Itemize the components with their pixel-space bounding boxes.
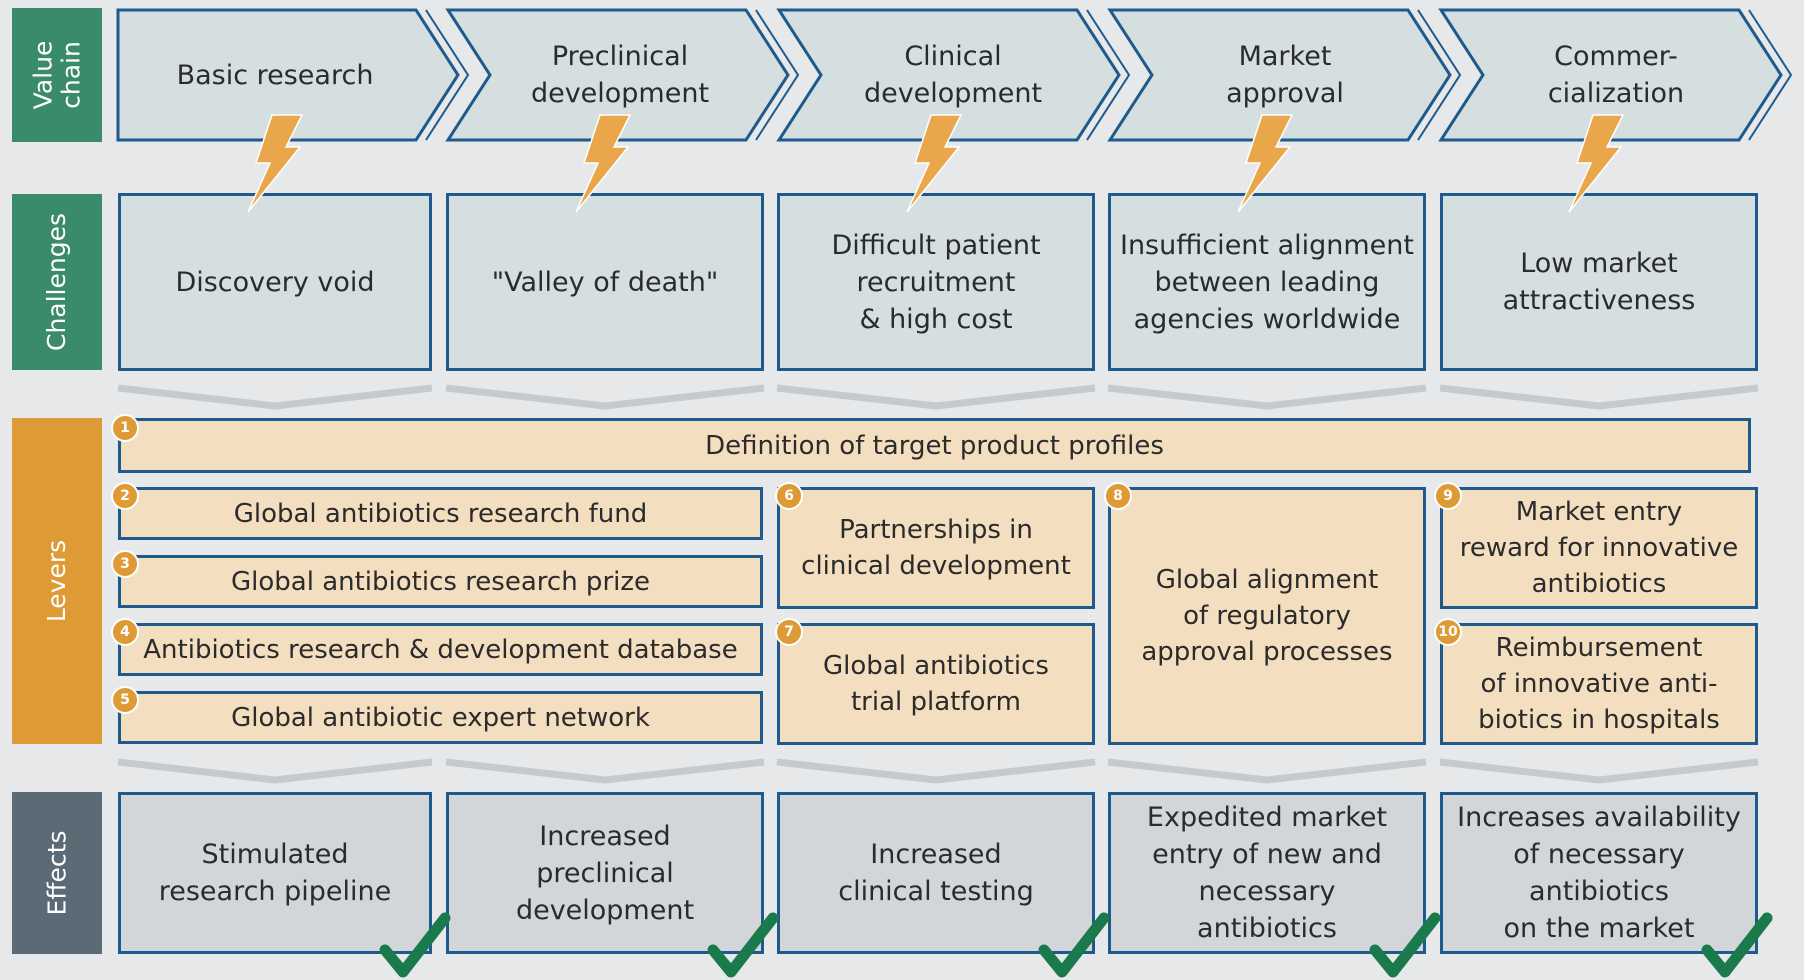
- lever-box: Antibiotics research & development datab…: [118, 623, 763, 676]
- lever-number-badge: 3: [111, 550, 139, 578]
- effect-box: Increases availability of necessary anti…: [1440, 792, 1758, 954]
- chevron-down-icon: [776, 758, 1096, 784]
- value-chain-chevron-accent: [755, 9, 800, 141]
- lever-number-badge: 9: [1434, 482, 1462, 510]
- check-mark-icon: [379, 912, 451, 978]
- effect-box: Increased preclinical development: [446, 792, 764, 954]
- value-chain-chevron: [1107, 8, 1452, 142]
- challenge-box: "Valley of death": [446, 193, 764, 371]
- value-chain-step-3: Clinical development: [863, 41, 1043, 109]
- chevron-down-icon: [776, 384, 1096, 410]
- value-chain-chevron-accent: [425, 9, 470, 141]
- value-chain-step-1: Basic research: [176, 59, 374, 91]
- sidebar-challenges: Challenges: [12, 194, 102, 370]
- value-chain-step-2: Preclinical development: [530, 41, 710, 109]
- sidebar-value-chain: Value chain: [12, 8, 102, 142]
- lever-box: Global antibiotic expert network: [118, 691, 763, 744]
- lever-number-badge: 7: [775, 618, 803, 646]
- lever-number-badge: 1: [111, 414, 139, 442]
- lever-number-badge: 10: [1434, 618, 1462, 646]
- lightning-bolt-icon: [1237, 114, 1294, 213]
- chevron-down-icon: [1107, 384, 1427, 410]
- effect-box: Increased clinical testing: [777, 792, 1095, 954]
- lever-box: Definition of target product profiles: [118, 418, 1751, 473]
- check-mark-icon: [1701, 912, 1773, 978]
- chevron-down-icon: [445, 384, 765, 410]
- chevron-down-icon: [445, 758, 765, 784]
- value-chain-chevron: [445, 8, 790, 142]
- challenge-box: Discovery void: [118, 193, 432, 371]
- lever-box: Global antibiotics trial platform: [777, 623, 1095, 745]
- lever-number-badge: 8: [1104, 482, 1132, 510]
- lever-number-badge: 5: [111, 686, 139, 714]
- chevron-down-icon: [1439, 384, 1759, 410]
- sidebar-effects: Effects: [12, 792, 102, 954]
- value-chain-chevron: [776, 8, 1121, 142]
- check-mark-icon: [1038, 912, 1110, 978]
- lever-number-badge: 2: [111, 482, 139, 510]
- sidebar-levers: Levers: [12, 418, 102, 744]
- check-mark-icon: [1369, 912, 1441, 978]
- lightning-bolt-icon: [906, 114, 963, 213]
- value-chain-step-5: Commer- cialization: [1547, 41, 1685, 109]
- value-chain-chevron: [116, 8, 460, 142]
- challenge-box: Difficult patient recruitment & high cos…: [777, 193, 1095, 371]
- lightning-bolt-icon: [1568, 114, 1625, 213]
- effect-box: Expedited market entry of new and necess…: [1108, 792, 1426, 954]
- value-chain-chevron: [1438, 8, 1783, 142]
- lever-box: Global antibiotics research fund: [118, 487, 763, 540]
- chevron-down-icon: [1107, 758, 1427, 784]
- chevron-down-icon: [117, 758, 433, 784]
- check-mark-icon: [707, 912, 779, 978]
- lever-box: Partnerships in clinical development: [777, 487, 1095, 609]
- lever-box: Global alignment of regulatory approval …: [1108, 487, 1426, 745]
- lightning-bolt-icon: [247, 114, 304, 213]
- value-chain-chevron-accent: [1748, 9, 1793, 141]
- value-chain-chevron-accent: [1417, 9, 1462, 141]
- effect-box: Stimulated research pipeline: [118, 792, 432, 954]
- value-chain-chevron-accent: [1086, 9, 1131, 141]
- chevron-down-icon: [117, 384, 433, 410]
- lever-box: Market entry reward for innovative antib…: [1440, 487, 1758, 609]
- lever-box: Global antibiotics research prize: [118, 555, 763, 608]
- value-chain-step-4: Market approval: [1226, 41, 1344, 109]
- lever-number-badge: 4: [111, 618, 139, 646]
- challenge-box: Low market attractiveness: [1440, 193, 1758, 371]
- lightning-bolt-icon: [575, 114, 632, 213]
- challenge-box: Insufficient alignment between leading a…: [1108, 193, 1426, 371]
- lever-number-badge: 6: [775, 482, 803, 510]
- lever-box: Reimbursement of innovative anti- biotic…: [1440, 623, 1758, 745]
- chevron-down-icon: [1439, 758, 1759, 784]
